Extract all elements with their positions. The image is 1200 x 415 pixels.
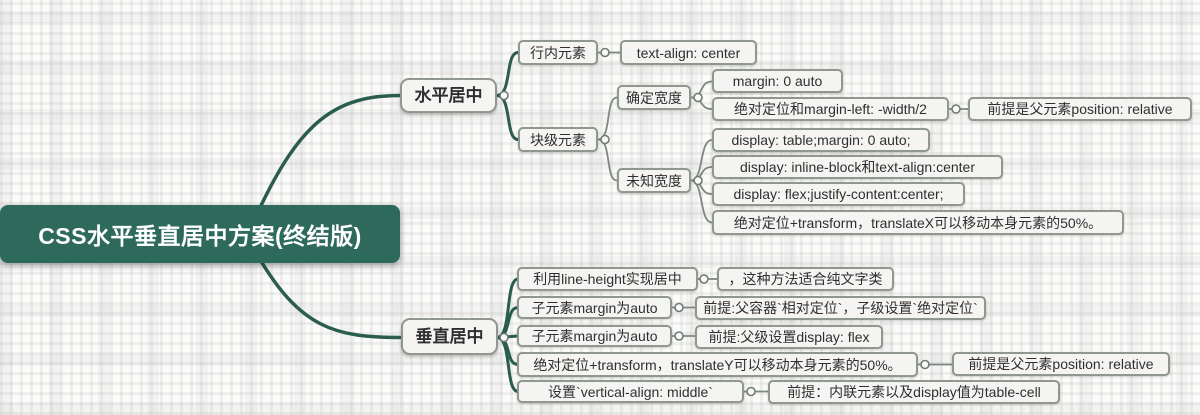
node-vertical-center[interactable]: 垂直居中 — [401, 318, 498, 355]
node-fixed-width[interactable]: 确定宽度 — [617, 85, 691, 110]
connector-dot — [600, 47, 610, 58]
main-branch-curves — [256, 93, 402, 340]
node-child-margin-auto-2[interactable]: 子元素margin为auto — [517, 325, 672, 347]
node-line-height-note[interactable]: ，这种方法适合纯文字类 — [717, 267, 894, 291]
connector-dot — [674, 331, 684, 341]
connector-dot — [699, 274, 709, 284]
node-line-height-center[interactable]: 利用line-height实现居中 — [517, 267, 698, 291]
node-margin-0-auto[interactable]: margin: 0 auto — [712, 69, 843, 93]
connector-dots — [499, 47, 961, 397]
connector-dot — [920, 359, 930, 370]
connector-line — [597, 138, 618, 182]
connector-dot — [951, 104, 961, 114]
connector-dot — [693, 92, 703, 103]
branch-curve-horizontal — [256, 93, 402, 214]
node-root-title[interactable]: CSS水平垂直居中方案(终结版) — [0, 205, 400, 263]
branch-curve-vertical — [256, 254, 402, 340]
node-premise-display-flex[interactable]: 前提:父级设置display: flex — [695, 325, 883, 349]
node-block-element[interactable]: 块级元素 — [518, 127, 598, 152]
node-display-table[interactable]: display: table;margin: 0 auto; — [712, 128, 930, 152]
connector-dot — [499, 90, 509, 101]
connector-dot — [693, 175, 703, 186]
node-abs-position-translate-x[interactable]: 绝对定位+transform，translateX可以移动本身元素的50%。 — [712, 210, 1124, 235]
node-child-margin-auto-1[interactable]: 子元素margin为auto — [517, 296, 672, 319]
node-premise-relative-absolute[interactable]: 前提:父容器`相对定位`，子级设置`绝对定位` — [695, 296, 986, 320]
connector-dot — [600, 134, 610, 145]
connector-dot — [746, 386, 756, 397]
node-abs-position-margin-left[interactable]: 绝对定位和margin-left: -width/2 — [712, 97, 949, 121]
node-premise-position-relative-x[interactable]: 前提是父元素position: relative — [968, 97, 1192, 121]
node-vertical-align-middle[interactable]: 设置`vertical-align: middle` — [517, 380, 744, 403]
connector-dot — [674, 302, 684, 313]
node-text-align-center[interactable]: text-align: center — [620, 40, 757, 65]
bracket-line — [495, 94, 520, 141]
node-inline-element[interactable]: 行内元素 — [518, 40, 598, 65]
node-abs-position-translate-y[interactable]: 绝对定位+transform，translateY可以移动本身元素的50%。 — [517, 352, 918, 377]
node-unknown-width[interactable]: 未知宽度 — [617, 168, 691, 193]
node-display-flex[interactable]: display: flex;justify-content:center; — [712, 182, 965, 206]
connector-line — [597, 96, 618, 141]
node-display-inline-block[interactable]: display: inline-block和text-align:center — [712, 155, 1003, 179]
bracket-line — [495, 51, 520, 97]
connector-dot — [499, 332, 509, 343]
node-premise-table-cell[interactable]: 前提：内联元素以及display值为table-cell — [768, 380, 1060, 404]
node-horizontal-center[interactable]: 水平居中 — [400, 78, 497, 113]
node-premise-position-relative-y[interactable]: 前提是父元素position: relative — [952, 352, 1170, 376]
